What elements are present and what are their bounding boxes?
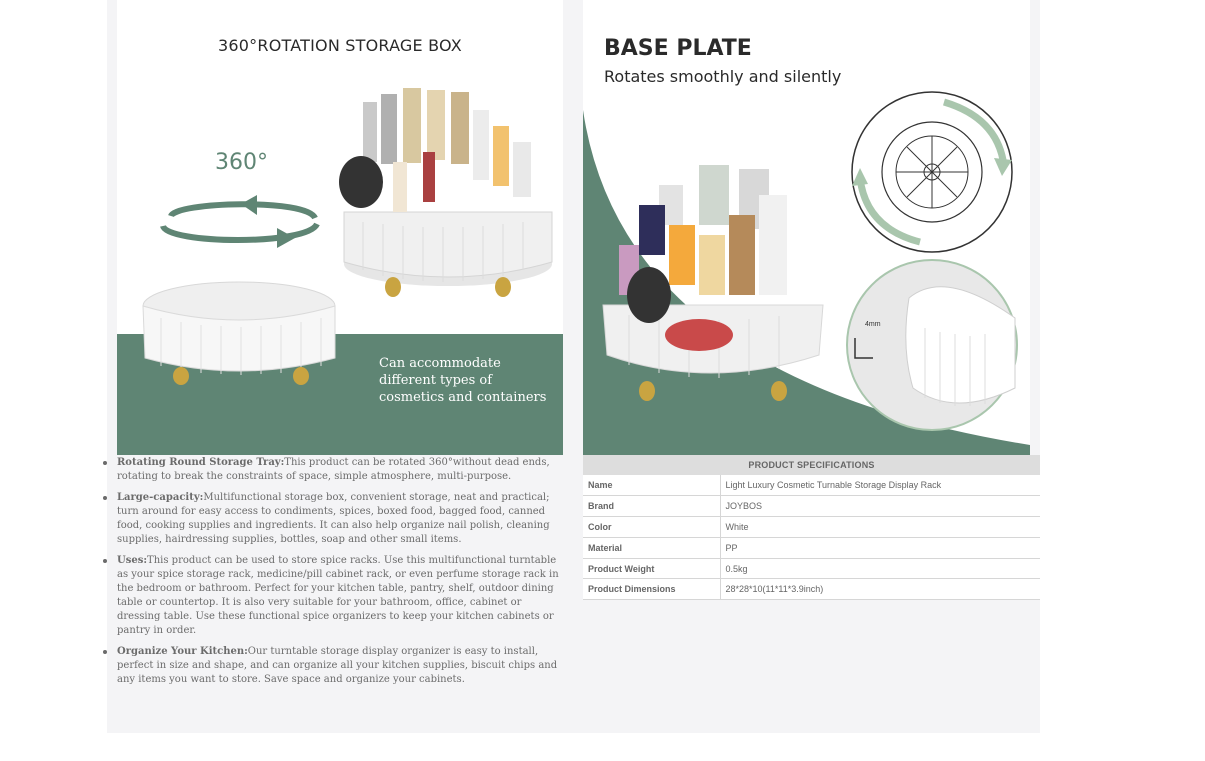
- degree-label: 360°: [215, 150, 268, 175]
- image-subtitle: Rotates smoothly and silently: [604, 67, 842, 86]
- table-row: Material PP: [583, 537, 1040, 559]
- feature-text: Our turntable storage display organizer …: [117, 646, 558, 685]
- spec-key: Color: [583, 516, 721, 538]
- feature-list: Rotating Round Storage Tray:This product…: [103, 456, 565, 694]
- thickness-label: 4mm: [865, 321, 881, 328]
- table-row: Name Light Luxury Cosmetic Turnable Stor…: [583, 475, 1040, 497]
- feature-label: Organize Your Kitchen:: [117, 646, 248, 657]
- spec-value: 28*28*10(11*11*3.9inch): [720, 578, 1040, 601]
- organizer-with-cosmetics-illustration: [339, 88, 553, 297]
- list-item: Rotating Round Storage Tray:This product…: [103, 456, 565, 484]
- spec-key: Name: [583, 475, 721, 497]
- table-row: Brand JOYBOS: [583, 495, 1040, 518]
- spec-key: Product Dimensions: [583, 578, 721, 601]
- spec-value: Light Luxury Cosmetic Turnable Storage D…: [720, 475, 1040, 497]
- feature-label: Rotating Round Storage Tray:: [117, 457, 285, 468]
- spec-key: Material: [583, 537, 721, 559]
- table-row: Product Dimensions 28*28*10(11*11*3.9inc…: [583, 578, 1040, 601]
- table-row: Product Weight 0.5kg: [583, 558, 1040, 580]
- feature-text: This product can be used to store spice …: [117, 555, 559, 636]
- list-item: Large-capacity:Multifunctional storage b…: [103, 491, 565, 547]
- base-plate-diagram-icon: [851, 91, 1013, 253]
- spec-value: White: [720, 516, 1040, 538]
- empty-turntable-illustration: [142, 281, 336, 385]
- spec-value: 0.5kg: [720, 558, 1040, 580]
- table-header: PRODUCT SPECIFICATIONS: [583, 455, 1040, 475]
- spec-value: JOYBOS: [720, 495, 1040, 518]
- feature-label: Large-capacity:: [117, 492, 204, 503]
- rotation-arrows-icon: [160, 195, 320, 248]
- table-row: Color White: [583, 516, 1040, 538]
- feature-label: Uses:: [117, 555, 148, 566]
- organizer-with-cosmetics-illustration: [602, 165, 824, 401]
- spec-value: PP: [720, 537, 1040, 559]
- edge-closeup-circle-icon: [846, 259, 1018, 431]
- spec-key: Product Weight: [583, 558, 721, 580]
- spec-key: Brand: [583, 495, 721, 518]
- rotation-storage-box-image: 360°ROTATION STORAGE BOX 360°: [117, 0, 563, 455]
- image-caption: Can accommodate different types of cosme…: [379, 356, 547, 405]
- list-item: Organize Your Kitchen:Our turntable stor…: [103, 645, 565, 687]
- list-item: Uses:This product can be used to store s…: [103, 554, 565, 638]
- feature-text: Multifunctional storage box, convenient …: [117, 492, 550, 545]
- table-header-row: PRODUCT SPECIFICATIONS: [583, 455, 1040, 475]
- feature-text: This product can be rotated 360°without …: [117, 457, 550, 482]
- product-specifications-table: PRODUCT SPECIFICATIONS Name Light Luxury…: [583, 455, 1040, 601]
- image-title: BASE PLATE: [604, 36, 752, 61]
- base-plate-image: BASE PLATE Rotates smoothly and silently: [583, 0, 1030, 455]
- image-title: 360°ROTATION STORAGE BOX: [218, 36, 462, 55]
